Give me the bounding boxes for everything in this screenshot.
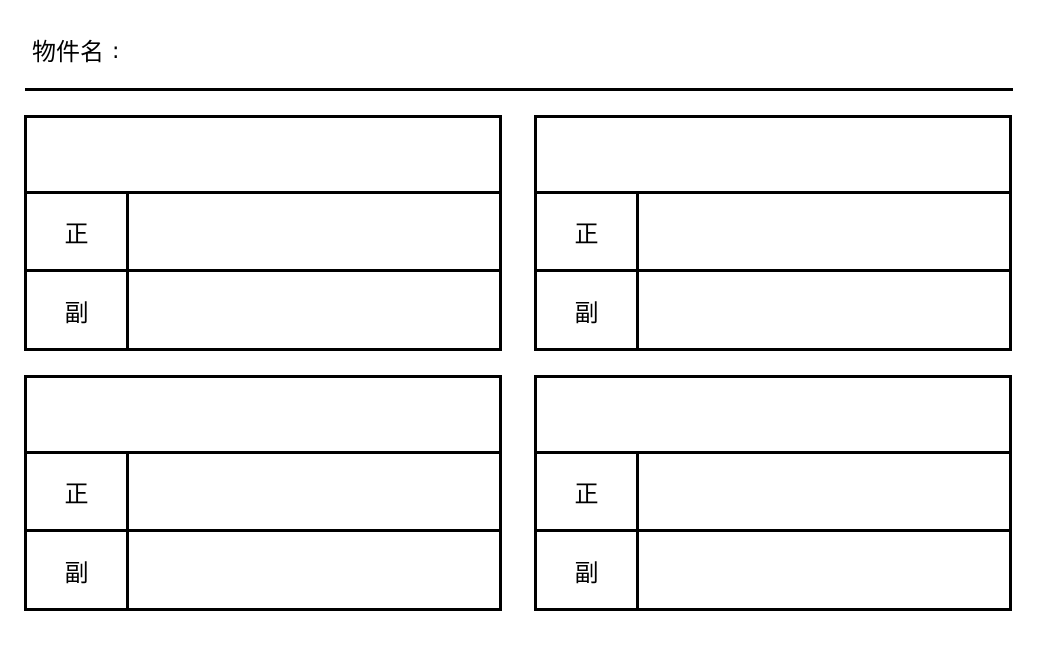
primary-row: 正 [537, 194, 1009, 272]
primary-label: 正 [27, 454, 129, 529]
assignment-card-4: 正 副 [534, 375, 1012, 611]
secondary-value-field[interactable] [129, 532, 499, 608]
primary-value-field[interactable] [639, 194, 1009, 269]
secondary-row: 副 [27, 272, 499, 348]
primary-label: 正 [537, 194, 639, 269]
primary-label: 正 [537, 454, 639, 529]
card-title-field[interactable] [27, 378, 499, 454]
assignment-card-2: 正 副 [534, 115, 1012, 351]
primary-value-field[interactable] [639, 454, 1009, 529]
secondary-row: 副 [537, 532, 1009, 608]
card-title-field[interactable] [537, 118, 1009, 194]
primary-row: 正 [27, 194, 499, 272]
card-title-field[interactable] [27, 118, 499, 194]
primary-value-field[interactable] [129, 454, 499, 529]
secondary-label: 副 [537, 272, 639, 348]
secondary-value-field[interactable] [639, 532, 1009, 608]
header-underline [25, 88, 1013, 91]
secondary-label: 副 [27, 532, 129, 608]
secondary-row: 副 [537, 272, 1009, 348]
assignment-card-1: 正 副 [24, 115, 502, 351]
assignment-card-3: 正 副 [24, 375, 502, 611]
primary-value-field[interactable] [129, 194, 499, 269]
primary-row: 正 [537, 454, 1009, 532]
secondary-label: 副 [537, 532, 639, 608]
secondary-value-field[interactable] [639, 272, 1009, 348]
property-name-label: 物件名 [32, 38, 104, 66]
primary-label: 正 [27, 194, 129, 269]
property-name-colon: : [112, 39, 120, 64]
secondary-value-field[interactable] [129, 272, 499, 348]
card-title-field[interactable] [537, 378, 1009, 454]
secondary-label: 副 [27, 272, 129, 348]
primary-row: 正 [27, 454, 499, 532]
secondary-row: 副 [27, 532, 499, 608]
property-name-heading: 物件名 : [32, 36, 119, 68]
